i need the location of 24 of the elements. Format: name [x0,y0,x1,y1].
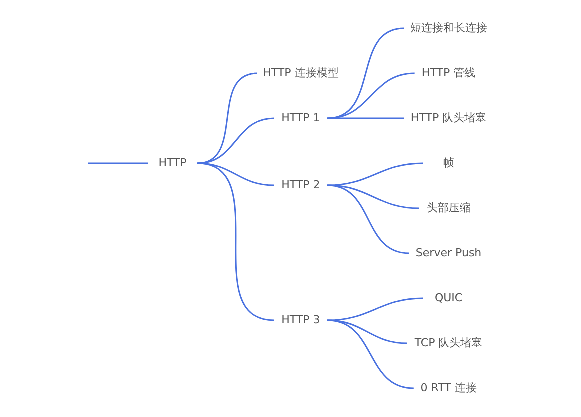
node-text: 0 RTT 连接 [420,381,477,394]
node-text: 帧 [443,156,454,170]
connector [328,162,424,186]
node-text: 头部压缩 [426,201,471,214]
node-text: HTTP 队头堵塞 [410,111,487,124]
connector [198,118,274,164]
node-text: 短连接和长连接 [410,21,488,34]
connector [88,162,148,164]
connector [328,118,404,120]
connector [197,162,274,322]
node-text: TCP 队头堵塞 [414,336,483,350]
node-text: QUIC [434,291,463,304]
connector [327,320,414,390]
connector [327,184,410,254]
connector [328,298,424,322]
connector [328,72,415,120]
node-text: HTTP 1 [282,111,320,124]
node-text: HTTP 连接模型 [263,66,339,80]
node-text: Server Push [416,246,482,260]
node-text: HTTP 管线 [422,66,476,80]
node-text: HTTP 3 [282,313,320,326]
connector [327,28,404,120]
node-text: HTTP 2 [282,178,320,192]
node-text: HTTP [158,156,187,170]
